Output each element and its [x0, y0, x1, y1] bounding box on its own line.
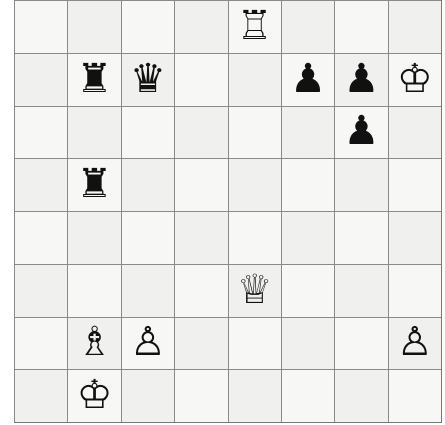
- square-g8[interactable]: [334, 0, 387, 53]
- square-a6[interactable]: [14, 106, 67, 159]
- square-h5[interactable]: [388, 158, 441, 211]
- square-h1[interactable]: [388, 369, 441, 422]
- square-c2[interactable]: ♙: [121, 317, 174, 370]
- square-e2[interactable]: [228, 317, 281, 370]
- square-f7[interactable]: ♟: [281, 53, 334, 106]
- square-e6[interactable]: [228, 106, 281, 159]
- black-rook-piece[interactable]: ♜: [77, 164, 113, 204]
- square-g7[interactable]: ♟: [334, 53, 387, 106]
- square-c6[interactable]: [121, 106, 174, 159]
- black-pawn-piece[interactable]: ♟: [344, 59, 380, 99]
- black-pawn-piece[interactable]: ♟: [344, 111, 380, 151]
- square-e5[interactable]: [228, 158, 281, 211]
- square-g4[interactable]: [334, 211, 387, 264]
- square-e1[interactable]: [228, 369, 281, 422]
- square-d3[interactable]: [174, 264, 227, 317]
- square-d1[interactable]: [174, 369, 227, 422]
- square-f8[interactable]: [281, 0, 334, 53]
- square-b8[interactable]: [67, 0, 120, 53]
- white-pawn-piece[interactable]: ♙: [130, 322, 166, 362]
- square-d6[interactable]: [174, 106, 227, 159]
- square-g5[interactable]: [334, 158, 387, 211]
- square-a4[interactable]: [14, 211, 67, 264]
- square-g2[interactable]: [334, 317, 387, 370]
- square-a8[interactable]: [14, 0, 67, 53]
- square-a3[interactable]: [14, 264, 67, 317]
- black-king-piece[interactable]: ♔: [397, 59, 433, 99]
- black-rook-piece[interactable]: ♜: [77, 59, 113, 99]
- square-b5[interactable]: ♜: [67, 158, 120, 211]
- square-b1[interactable]: ♔: [67, 369, 120, 422]
- square-g3[interactable]: [334, 264, 387, 317]
- square-f4[interactable]: [281, 211, 334, 264]
- square-f6[interactable]: [281, 106, 334, 159]
- square-b3[interactable]: [67, 264, 120, 317]
- square-h3[interactable]: [388, 264, 441, 317]
- square-d2[interactable]: [174, 317, 227, 370]
- square-d4[interactable]: [174, 211, 227, 264]
- square-a1[interactable]: [14, 369, 67, 422]
- white-queen-piece[interactable]: ♕: [237, 270, 273, 310]
- square-h6[interactable]: [388, 106, 441, 159]
- square-a5[interactable]: [14, 158, 67, 211]
- square-e3[interactable]: ♕: [228, 264, 281, 317]
- square-b4[interactable]: [67, 211, 120, 264]
- square-c1[interactable]: [121, 369, 174, 422]
- square-e4[interactable]: [228, 211, 281, 264]
- square-h2[interactable]: ♙: [388, 317, 441, 370]
- square-c7[interactable]: ♛: [121, 53, 174, 106]
- white-pawn-piece[interactable]: ♙: [397, 322, 433, 362]
- square-f5[interactable]: [281, 158, 334, 211]
- square-b7[interactable]: ♜: [67, 53, 120, 106]
- white-rook-piece[interactable]: ♖: [237, 6, 273, 46]
- square-d5[interactable]: [174, 158, 227, 211]
- square-c4[interactable]: [121, 211, 174, 264]
- square-b6[interactable]: [67, 106, 120, 159]
- square-d7[interactable]: [174, 53, 227, 106]
- square-f2[interactable]: [281, 317, 334, 370]
- black-queen-piece[interactable]: ♛: [130, 59, 166, 99]
- square-g1[interactable]: [334, 369, 387, 422]
- black-pawn-piece[interactable]: ♟: [290, 59, 326, 99]
- square-f3[interactable]: [281, 264, 334, 317]
- square-c3[interactable]: [121, 264, 174, 317]
- chess-board: ♖ ♜ ♛ ♟ ♟ ♔ ♟ ♜ ♕ ♗ ♙ ♙ ♔: [14, 0, 442, 423]
- square-h7[interactable]: ♔: [388, 53, 441, 106]
- square-a7[interactable]: [14, 53, 67, 106]
- square-d8[interactable]: [174, 0, 227, 53]
- white-bishop-piece[interactable]: ♗: [77, 322, 113, 362]
- square-f1[interactable]: [281, 369, 334, 422]
- square-c5[interactable]: [121, 158, 174, 211]
- white-king-piece[interactable]: ♔: [77, 375, 113, 415]
- square-g6[interactable]: ♟: [334, 106, 387, 159]
- square-e7[interactable]: [228, 53, 281, 106]
- square-c8[interactable]: [121, 0, 174, 53]
- square-e8[interactable]: ♖: [228, 0, 281, 53]
- square-a2[interactable]: [14, 317, 67, 370]
- square-h8[interactable]: [388, 0, 441, 53]
- square-h4[interactable]: [388, 211, 441, 264]
- square-b2[interactable]: ♗: [67, 317, 120, 370]
